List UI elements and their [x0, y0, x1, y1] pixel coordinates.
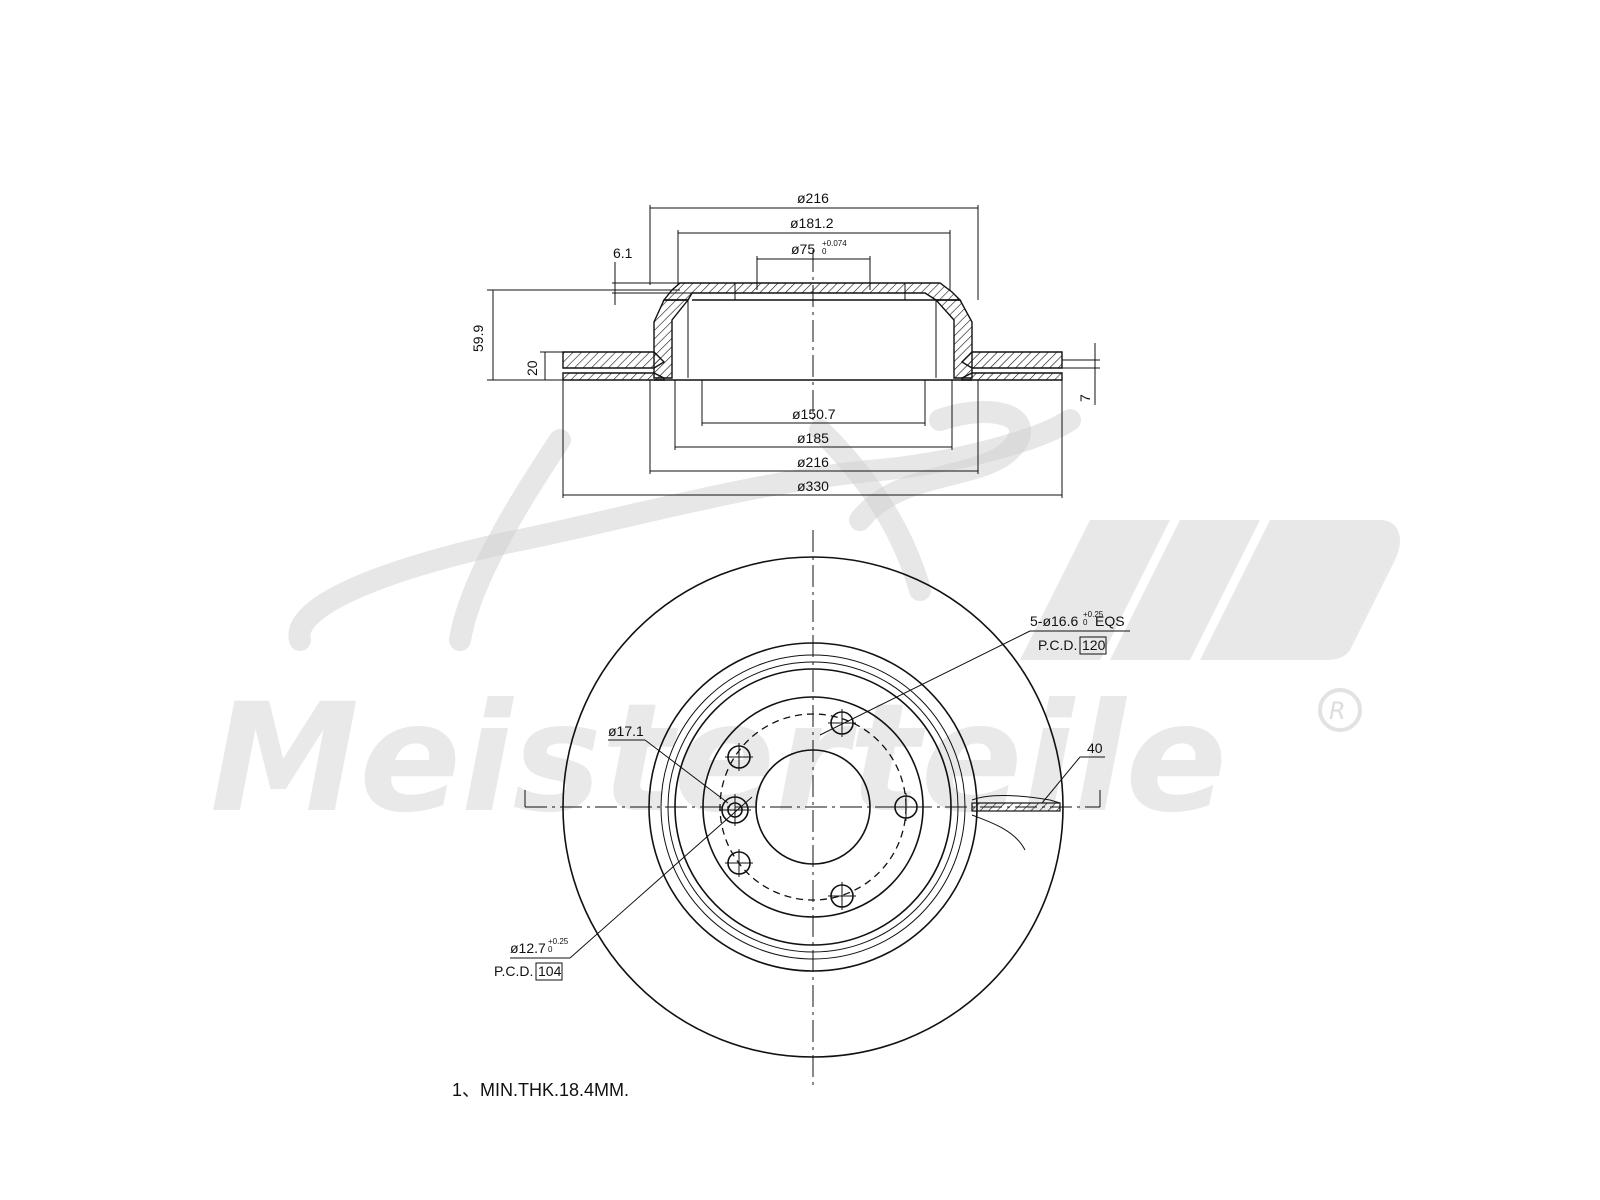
- vent-slot-detail: [971, 794, 1061, 851]
- dim-20: 20: [524, 351, 563, 381]
- dim-185: ø185: [674, 380, 953, 450]
- dim-75-tol-lower: 0: [822, 247, 827, 256]
- watermark-logo-text: Meisterteile: [210, 672, 1227, 846]
- bolt-holes-tol-upper: +0.25: [1083, 610, 1104, 619]
- dim-181-2-label: ø181.2: [790, 215, 834, 231]
- dim-12-7-tol-upper: +0.25: [548, 937, 569, 946]
- registered-mark: R: [1329, 697, 1346, 725]
- dim-150-7: ø150.7: [701, 380, 926, 426]
- hat-left-wall: [653, 299, 690, 379]
- dim-185-label: ø185: [797, 430, 829, 446]
- disc-outer-edge: [562, 556, 1064, 1058]
- dim-216-top: ø216: [649, 190, 979, 300]
- hat-inner-ring: [702, 696, 924, 918]
- bolt-holes-suffix: EQS: [1095, 613, 1125, 629]
- hat-top-section: [662, 282, 962, 301]
- bolt-hole: [725, 849, 753, 877]
- hat-outer-edge-1: [660, 654, 966, 960]
- dim-40-label: 40: [1087, 740, 1103, 756]
- right-friction-plate-bottom: [961, 372, 1063, 381]
- bolt-holes: [725, 709, 920, 910]
- annotation-17-1: ø17.1: [608, 723, 729, 804]
- pcd-120-box: [1079, 636, 1107, 655]
- locating-pin-hole: [719, 794, 751, 826]
- front-plan-view: 5-ø16.6 +0.25 0 EQS P.C.D. 120 ø17.1 40 …: [494, 530, 1130, 1088]
- dim-6-1: 6.1: [612, 245, 692, 305]
- bolt-hole: [725, 743, 753, 771]
- pcd-120-value: 120: [1082, 637, 1106, 653]
- center-bore: [755, 749, 871, 865]
- dim-330-label: ø330: [797, 478, 829, 494]
- dim-20-label: 20: [524, 360, 540, 376]
- right-friction-plate-top: [960, 351, 1063, 369]
- hat-outer-edge-2: [667, 661, 959, 953]
- bolt-hole: [828, 709, 856, 737]
- hat-right-wall: [934, 299, 973, 379]
- dim-7: 7: [1062, 343, 1100, 405]
- dim-17-1-label: ø17.1: [608, 723, 644, 739]
- dim-216-bottom: ø216: [649, 380, 979, 474]
- dim-330: ø330: [562, 380, 1063, 498]
- annotation-40: 40: [1041, 740, 1105, 804]
- dim-12-7-tol-lower: 0: [548, 945, 553, 954]
- side-section-view: ø216 ø181.2 ø75 +0.074 0 6.1 59.9: [470, 190, 1100, 498]
- dim-75-tol-upper: +0.074: [822, 239, 847, 248]
- hat-face-edge: [674, 668, 952, 946]
- dim-6-1-label: 6.1: [613, 245, 633, 261]
- bolt-hole: [828, 882, 856, 910]
- registered-mark-circle: [1318, 688, 1362, 732]
- pcd-104-box: [535, 962, 563, 981]
- dim-59-9: 59.9: [470, 289, 680, 381]
- dim-7-label: 7: [1077, 394, 1093, 402]
- note-min-thickness: 1、MIN.THK.18.4MM.: [452, 1080, 629, 1100]
- dim-59-9-label: 59.9: [470, 325, 486, 352]
- left-friction-plate-top: [562, 351, 666, 369]
- pcd-104-label: P.C.D.: [494, 963, 533, 979]
- dim-216-bottom-label: ø216: [797, 454, 829, 470]
- pcd-120-label: P.C.D.: [1038, 637, 1077, 653]
- left-friction-plate-bottom: [562, 372, 665, 381]
- annotation-12-7: ø12.7 +0.25 0 P.C.D. 104: [494, 796, 753, 981]
- dim-216-top-label: ø216: [797, 190, 829, 206]
- watermark-stripes: [1020, 520, 1400, 660]
- dim-12-7-label: ø12.7: [510, 940, 546, 956]
- dim-75: ø75 +0.074 0: [756, 239, 871, 290]
- dim-75-label: ø75: [791, 241, 815, 257]
- bolt-hole: [892, 793, 920, 821]
- vent-slot-section: [971, 802, 1061, 812]
- dim-150-7-label: ø150.7: [792, 406, 836, 422]
- bolt-holes-label: 5-ø16.6: [1030, 613, 1078, 629]
- dim-181-2: ø181.2: [677, 215, 951, 290]
- bolt-holes-tol-lower: 0: [1083, 618, 1088, 627]
- annotation-bolt-holes: 5-ø16.6 +0.25 0 EQS P.C.D. 120: [819, 610, 1130, 736]
- pcd-104-value: 104: [538, 963, 562, 979]
